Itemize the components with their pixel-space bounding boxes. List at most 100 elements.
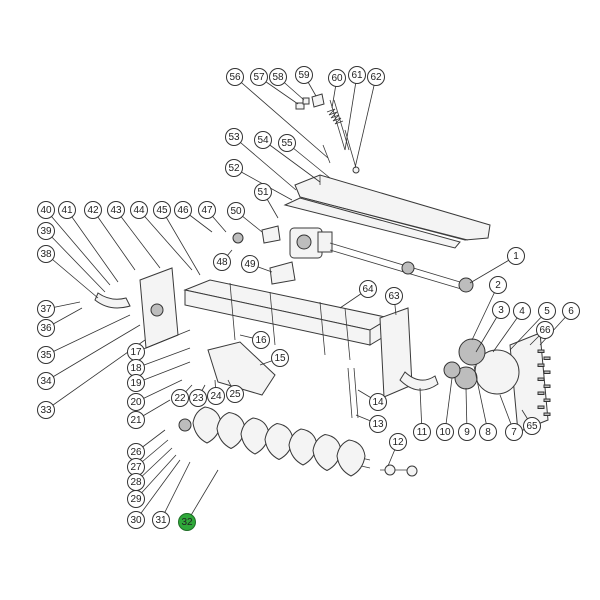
callout-13[interactable]: 13 xyxy=(369,415,387,433)
callout-57[interactable]: 57 xyxy=(250,68,268,86)
leader-line-35 xyxy=(45,314,131,356)
callout-circle-11 xyxy=(413,423,431,441)
callout-51[interactable]: 51 xyxy=(254,183,272,201)
callout-label-45: 45 xyxy=(156,205,168,216)
callout-circle-7 xyxy=(505,423,523,441)
callout-50[interactable]: 50 xyxy=(227,202,245,220)
callout-9[interactable]: 9 xyxy=(458,423,476,441)
callout-label-50: 50 xyxy=(230,206,242,217)
callout-20[interactable]: 20 xyxy=(127,393,145,411)
callout-31[interactable]: 31 xyxy=(152,511,170,529)
callout-12[interactable]: 12 xyxy=(389,433,407,451)
callout-18[interactable]: 18 xyxy=(127,359,145,377)
callout-21[interactable]: 21 xyxy=(127,411,145,429)
callout-65[interactable]: 65 xyxy=(523,417,541,435)
callout-23[interactable]: 23 xyxy=(189,389,207,407)
callout-54[interactable]: 54 xyxy=(254,131,272,149)
callout-4[interactable]: 4 xyxy=(513,302,531,320)
leader-line-39 xyxy=(45,230,106,293)
callout-circle-51 xyxy=(254,183,272,201)
callout-32[interactable]: 32 xyxy=(178,513,196,531)
callout-6[interactable]: 6 xyxy=(562,302,580,320)
callout-circle-44 xyxy=(130,201,148,219)
callout-66[interactable]: 66 xyxy=(536,321,554,339)
callout-label-31: 31 xyxy=(155,515,167,526)
callout-40[interactable]: 40 xyxy=(37,201,55,219)
callout-46[interactable]: 46 xyxy=(174,201,192,219)
callout-19[interactable]: 19 xyxy=(127,374,145,392)
callout-38[interactable]: 38 xyxy=(37,245,55,263)
callout-58[interactable]: 58 xyxy=(269,68,287,86)
leader-line-32 xyxy=(186,469,219,523)
callout-27[interactable]: 27 xyxy=(127,458,145,476)
callout-1[interactable]: 1 xyxy=(507,247,525,265)
callout-34[interactable]: 34 xyxy=(37,372,55,390)
callout-41[interactable]: 41 xyxy=(58,201,76,219)
bracket-57 xyxy=(295,102,305,110)
callout-7[interactable]: 7 xyxy=(505,423,523,441)
callout-circle-25 xyxy=(226,385,244,403)
callout-36[interactable]: 36 xyxy=(37,319,55,337)
callout-5[interactable]: 5 xyxy=(538,302,556,320)
callout-22[interactable]: 22 xyxy=(171,389,189,407)
callout-55[interactable]: 55 xyxy=(278,134,296,152)
callout-49[interactable]: 49 xyxy=(241,255,259,273)
callout-37[interactable]: 37 xyxy=(37,300,55,318)
callout-63[interactable]: 63 xyxy=(385,287,403,305)
callout-52[interactable]: 52 xyxy=(225,159,243,177)
callout-48[interactable]: 48 xyxy=(213,253,231,271)
callout-label-44: 44 xyxy=(133,205,145,216)
callout-circle-48 xyxy=(213,253,231,271)
callout-label-15: 15 xyxy=(274,353,286,364)
callout-39[interactable]: 39 xyxy=(37,222,55,240)
callout-56[interactable]: 56 xyxy=(226,68,244,86)
callout-47[interactable]: 47 xyxy=(198,201,216,219)
callout-45[interactable]: 45 xyxy=(153,201,171,219)
callout-29[interactable]: 29 xyxy=(127,490,145,508)
callout-30[interactable]: 30 xyxy=(127,511,145,529)
callout-circle-66 xyxy=(536,321,554,339)
callout-label-63: 63 xyxy=(388,291,400,302)
callout-15[interactable]: 15 xyxy=(271,349,289,367)
callout-label-10: 10 xyxy=(439,427,451,438)
callout-11[interactable]: 11 xyxy=(413,423,431,441)
callout-61[interactable]: 61 xyxy=(348,66,366,84)
callout-circle-35 xyxy=(37,346,55,364)
callout-53[interactable]: 53 xyxy=(225,128,243,146)
callout-28[interactable]: 28 xyxy=(127,473,145,491)
callout-label-54: 54 xyxy=(257,135,269,146)
callout-2[interactable]: 2 xyxy=(489,276,507,294)
callout-10[interactable]: 10 xyxy=(436,423,454,441)
leader-line-62 xyxy=(354,76,377,169)
callout-62[interactable]: 62 xyxy=(367,68,385,86)
callout-17[interactable]: 17 xyxy=(127,343,145,361)
callout-25[interactable]: 25 xyxy=(226,385,244,403)
callout-64[interactable]: 64 xyxy=(359,280,377,298)
bracket-50 xyxy=(261,225,281,244)
callout-60[interactable]: 60 xyxy=(328,69,346,87)
callout-44[interactable]: 44 xyxy=(130,201,148,219)
callout-label-60: 60 xyxy=(331,73,343,84)
callout-42[interactable]: 42 xyxy=(84,201,102,219)
callout-label-23: 23 xyxy=(192,393,204,404)
callout-26[interactable]: 26 xyxy=(127,443,145,461)
callout-16[interactable]: 16 xyxy=(252,331,270,349)
callout-label-59: 59 xyxy=(298,70,310,81)
callout-label-64: 64 xyxy=(362,284,374,295)
callout-circle-60 xyxy=(328,69,346,87)
callout-35[interactable]: 35 xyxy=(37,346,55,364)
callout-circle-21 xyxy=(127,411,145,429)
leader-line-10 xyxy=(444,377,453,433)
callout-circle-40 xyxy=(37,201,55,219)
bolt xyxy=(537,377,545,381)
callout-circle-34 xyxy=(37,372,55,390)
callout-33[interactable]: 33 xyxy=(37,401,55,419)
callout-43[interactable]: 43 xyxy=(107,201,125,219)
left-bearing xyxy=(150,303,164,317)
callout-59[interactable]: 59 xyxy=(295,66,313,84)
callout-24[interactable]: 24 xyxy=(207,387,225,405)
callout-14[interactable]: 14 xyxy=(369,393,387,411)
callout-8[interactable]: 8 xyxy=(479,423,497,441)
callout-3[interactable]: 3 xyxy=(492,301,510,319)
callout-label-36: 36 xyxy=(40,323,52,334)
